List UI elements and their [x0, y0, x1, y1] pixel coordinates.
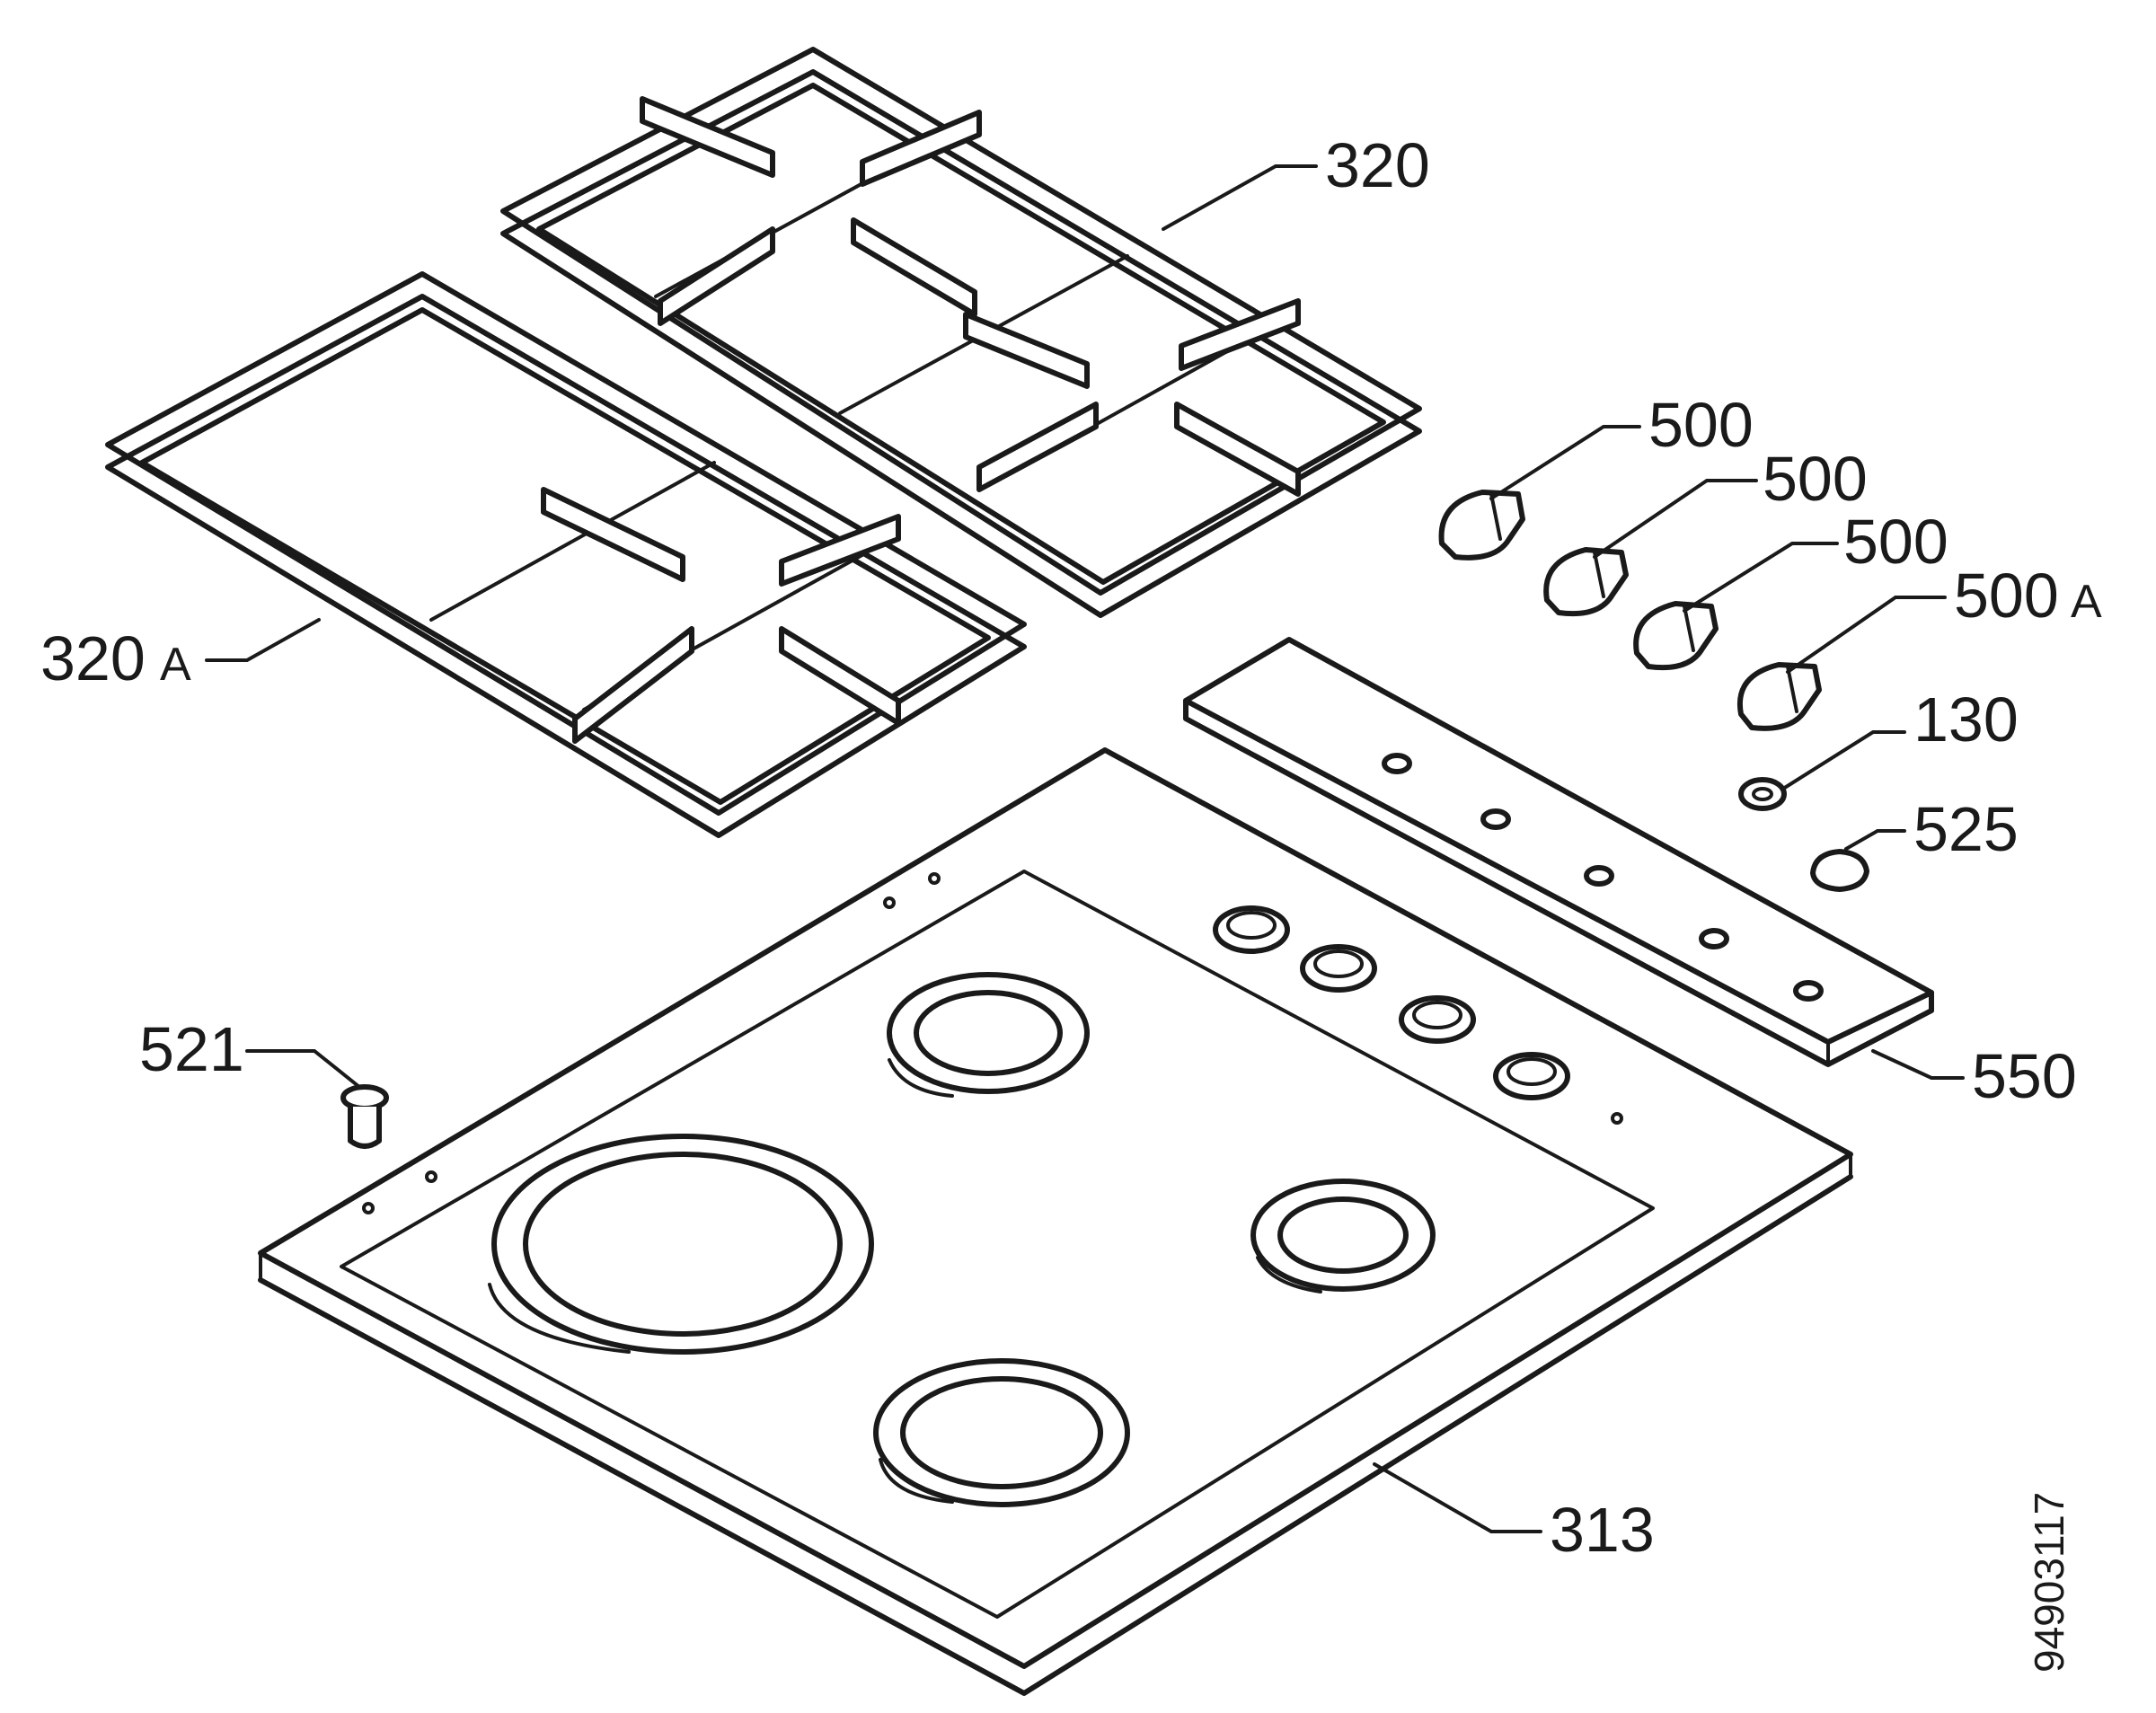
label-521: 521: [139, 1014, 244, 1084]
label-500-first: 500: [1648, 390, 1754, 460]
knobs-500: [1438, 490, 1822, 731]
reference-labels: 320 320 A 500 500 500 500 A 130 525 550 …: [40, 130, 2102, 1673]
document-number: 94903117: [2026, 1492, 2072, 1673]
panel-550: [1183, 637, 1934, 1067]
label-320a-suffix: A: [160, 639, 191, 691]
cap-525: [1810, 849, 1869, 892]
label-525: 525: [1913, 794, 2019, 864]
label-500-third: 500: [1843, 507, 1948, 577]
hob-313: [258, 747, 1853, 1696]
label-500a-suffix: A: [2071, 576, 2102, 628]
ring-130: [1738, 777, 1787, 811]
leader-lines: [205, 164, 1965, 1533]
label-320a: 320: [40, 623, 146, 693]
label-500a: 500: [1954, 561, 2059, 631]
grate-320: [500, 47, 1422, 618]
label-313: 313: [1550, 1495, 1655, 1565]
grate-320a: [105, 271, 1027, 838]
label-320: 320: [1325, 130, 1430, 200]
label-550: 550: [1972, 1041, 2077, 1111]
label-500-second: 500: [1763, 444, 1868, 514]
plug-521: [340, 1084, 389, 1149]
label-130: 130: [1913, 684, 2019, 755]
